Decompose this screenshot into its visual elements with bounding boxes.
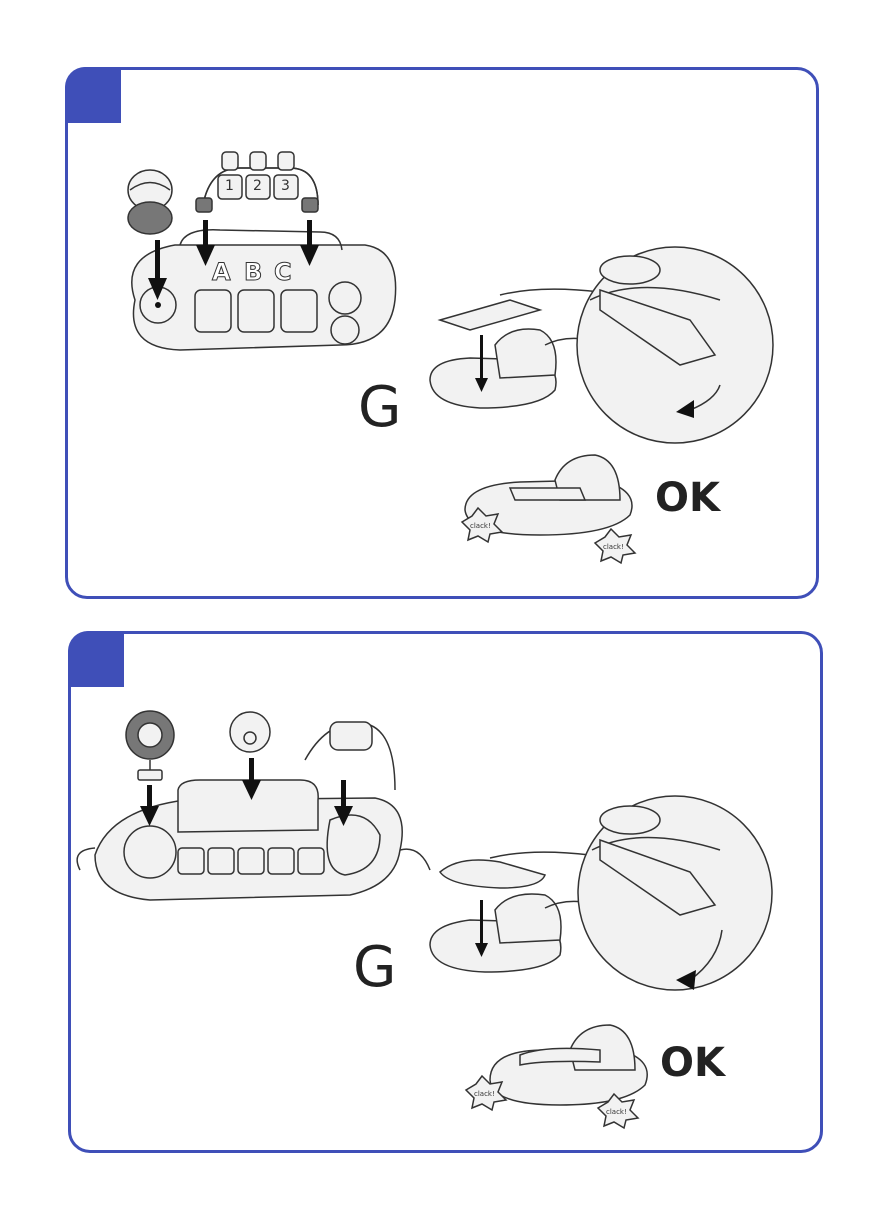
sound-label-2b: clack! bbox=[606, 1108, 627, 1116]
sound-label-2a: clack! bbox=[474, 1090, 495, 1098]
confirm-label-2: OK bbox=[660, 1043, 725, 1083]
